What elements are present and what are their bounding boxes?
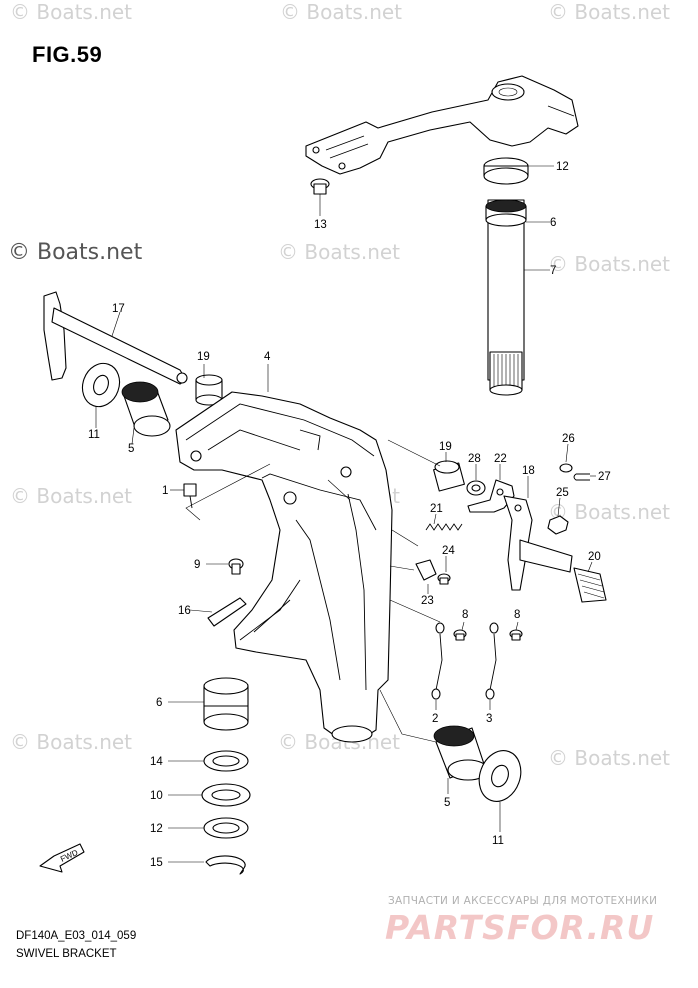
leader-lines [95, 165, 596, 863]
fwd-label: FWD [59, 848, 80, 864]
screw-9-part [228, 558, 244, 575]
callout-6: 6 [550, 217, 556, 229]
watermark-boats: © Boats.net [278, 240, 401, 264]
washer-11-left-part [81, 362, 121, 408]
callout-28: 28 [468, 453, 481, 465]
watermark-boats: © Boats.net [548, 0, 671, 24]
bushing-19-top-part [195, 374, 223, 406]
promo-tagline: ЗАПЧАСТИ И АКСЕССУАРЫ ДЛЯ МОТОТЕХНИКИ [388, 895, 658, 907]
tilt-pin-17-part [43, 291, 188, 385]
callout-26: 26 [562, 433, 575, 445]
diagram-caption: SWIVEL BRACKET [16, 948, 117, 960]
nut-25-part [547, 515, 569, 535]
callout-8: 8 [462, 609, 468, 621]
callout-2: 2 [432, 713, 438, 725]
spring-21-part [425, 523, 463, 531]
spacer-28-part [466, 480, 486, 496]
pin-26-part [559, 463, 573, 473]
ground-wire-2-part [431, 622, 445, 700]
screw-8b-part [509, 629, 523, 641]
callout-8: 8 [514, 609, 520, 621]
callout-1: 1 [162, 485, 168, 497]
watermark-boats: © Boats.net [10, 0, 133, 24]
watermark-boats: © Boats.net [10, 730, 133, 754]
callout-15: 15 [150, 857, 163, 869]
callout-9: 9 [194, 559, 200, 571]
bolt-13-part [310, 178, 330, 195]
watermark-boats: © Boats.net [548, 746, 671, 770]
watermark-boats: © Boats.net [548, 500, 671, 524]
callout-5: 5 [444, 797, 450, 809]
callout-numbers: 12 13 6 7 17 19 4 11 5 1 19 28 22 26 18 … [88, 161, 611, 869]
callout-21: 21 [430, 503, 443, 515]
plate-16-part [207, 597, 247, 627]
circlip-15-part [205, 855, 246, 875]
grip-20-part [573, 567, 607, 603]
screw-24-part [437, 573, 451, 585]
callout-27: 27 [598, 471, 611, 483]
callout-13: 13 [314, 219, 327, 231]
washer-11-right-part [478, 750, 522, 802]
diagram-code: DF140A_E03_014_059 [16, 930, 137, 942]
washer-14-part [203, 750, 249, 772]
ground-wire-3-part [485, 622, 499, 700]
bushing-5-left-part [121, 381, 171, 437]
watermark-boats: © Boats.net [548, 252, 671, 276]
bushing-5-right-part [433, 725, 489, 781]
steering-bracket-part [305, 75, 579, 175]
callout-7: 7 [550, 265, 556, 277]
callout-3: 3 [486, 713, 492, 725]
callout-23: 23 [421, 595, 434, 607]
callout-16: 16 [178, 605, 191, 617]
callout-12: 12 [150, 823, 163, 835]
washer-12-bottom-part [203, 817, 249, 839]
callout-24: 24 [442, 545, 455, 557]
callout-4: 4 [264, 351, 271, 363]
callout-5: 5 [128, 443, 134, 455]
screw-8a-part [453, 629, 467, 641]
lever-22-part [467, 479, 515, 513]
lever-18-part [503, 495, 573, 591]
watermark-boats: © Boats.net [280, 0, 403, 24]
callout-18: 18 [522, 465, 535, 477]
bushing-6-bottom-part [203, 677, 249, 731]
bushing-19-right-part [433, 460, 465, 492]
bolt-1-part [183, 483, 197, 509]
callout-6: 6 [156, 697, 162, 709]
clip-27-part [573, 473, 590, 481]
steering-shaft-part [483, 157, 529, 396]
callout-19: 19 [439, 441, 452, 453]
callout-22: 22 [494, 453, 507, 465]
callout-17: 17 [112, 303, 125, 315]
plate-23-part [415, 559, 437, 581]
callout-11: 11 [492, 835, 504, 847]
callout-11: 11 [88, 429, 100, 441]
callout-20: 20 [588, 551, 601, 563]
figure-title: FIG.59 [32, 42, 103, 67]
swivel-bracket-body-part [175, 391, 393, 743]
callout-25: 25 [556, 487, 569, 499]
callout-14: 14 [150, 756, 163, 768]
watermark-boats-large: © Boats.net [8, 240, 143, 265]
callout-19: 19 [197, 351, 210, 363]
fwd-arrow-icon: FWD [39, 843, 85, 873]
callout-12: 12 [556, 161, 569, 173]
washer-10-part [201, 783, 251, 807]
promo-logo: PARTSFOR.RU [385, 908, 655, 947]
callout-10: 10 [150, 790, 163, 802]
watermark-boats: © Boats.net [10, 484, 133, 508]
